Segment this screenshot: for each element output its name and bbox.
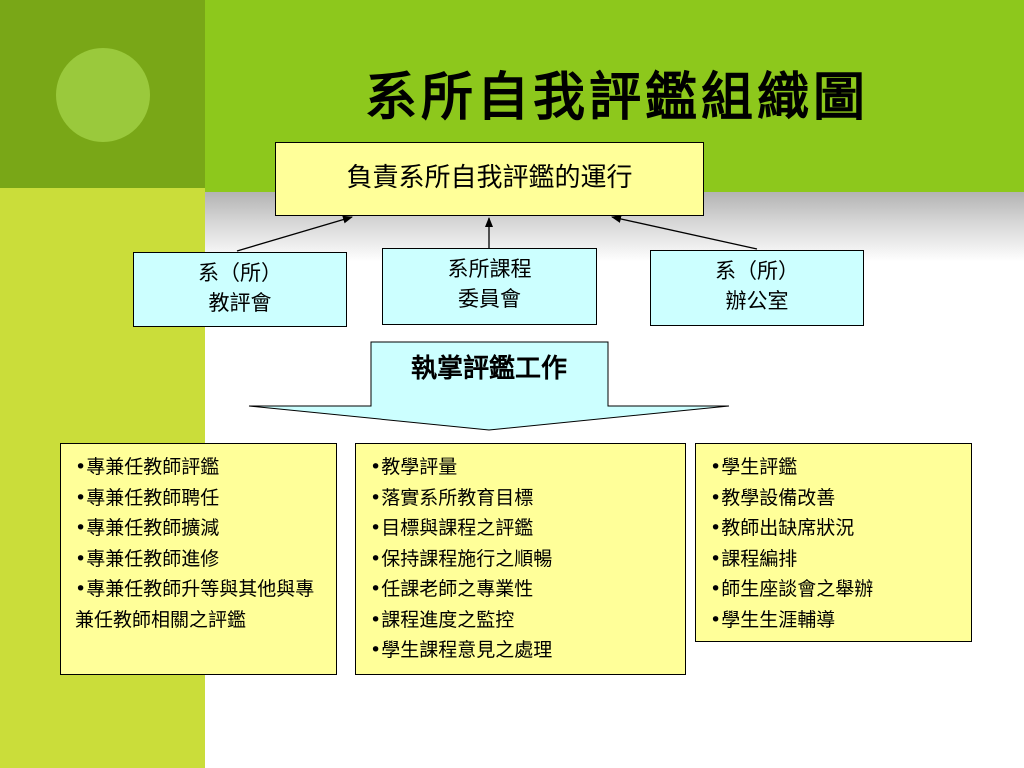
unit-line2: 辦公室 bbox=[725, 289, 789, 313]
banner-arrow-shape bbox=[248, 341, 730, 431]
list-item: •保持課程施行之順暢 bbox=[370, 547, 553, 570]
unit-box-department-office: 系（所） 辦公室 bbox=[650, 250, 864, 326]
list-item: •學生評鑑 bbox=[710, 456, 798, 478]
unit-line1: 系（所） bbox=[715, 259, 799, 283]
list-item: •教學評量 bbox=[370, 456, 458, 478]
list-item: •課程進度之監控 bbox=[370, 608, 515, 631]
unit-line2: 教評會 bbox=[208, 291, 272, 315]
slide-title: 系所自我評鑑組織圖 bbox=[364, 68, 869, 128]
connector-arrow-right bbox=[611, 215, 758, 250]
list-item: •學生課程意見之處理 bbox=[370, 639, 553, 661]
unit-line1: 系（所） bbox=[198, 261, 282, 285]
duty-list-office: •學生評鑑 •教學設備改善 •教師出缺席狀況 •課程編排 •師生座談會之舉辦 •… bbox=[695, 443, 972, 642]
list-item: •專兼任教師聘任 bbox=[75, 486, 220, 509]
list-item: •教學設備改善 bbox=[710, 486, 836, 509]
list-item: •專兼任教師升等與其他與專兼任教師相關之評鑑 bbox=[75, 578, 315, 631]
decorative-circle bbox=[56, 48, 150, 142]
list-item: •落實系所教育目標 bbox=[370, 486, 534, 509]
list-item: •學生生涯輔導 bbox=[710, 608, 836, 631]
list-item: •課程編排 bbox=[710, 547, 798, 570]
unit-line2: 委員會 bbox=[458, 287, 521, 311]
connector-arrow-left bbox=[236, 215, 353, 252]
list-item: •專兼任教師評鑑 bbox=[75, 456, 220, 478]
list-item: •專兼任教師擴減 bbox=[75, 517, 220, 539]
list-item: •教師出缺席狀況 bbox=[710, 517, 855, 539]
top-box: 負責系所自我評鑑的運行 bbox=[275, 142, 704, 216]
list-item: •目標與課程之評鑑 bbox=[370, 517, 534, 539]
top-box-label: 負責系所自我評鑑的運行 bbox=[346, 163, 633, 193]
duty-list-faculty: •專兼任教師評鑑 •專兼任教師聘任 •專兼任教師擴減 •專兼任教師進修 •專兼任… bbox=[60, 443, 337, 675]
list-item: •師生座談會之舉辦 bbox=[710, 578, 874, 600]
list-item: •任課老師之專業性 bbox=[370, 578, 534, 600]
duty-list-curriculum: •教學評量 •落實系所教育目標 •目標與課程之評鑑 •保持課程施行之順暢 •任課… bbox=[355, 443, 686, 675]
unit-line1: 系所課程 bbox=[447, 257, 532, 281]
unit-box-faculty-review-committee: 系（所） 教評會 bbox=[133, 252, 347, 327]
unit-box-curriculum-committee: 系所課程 委員會 bbox=[382, 248, 597, 325]
list-item: •專兼任教師進修 bbox=[75, 547, 220, 570]
banner-label: 執掌評鑑工作 bbox=[410, 354, 567, 384]
